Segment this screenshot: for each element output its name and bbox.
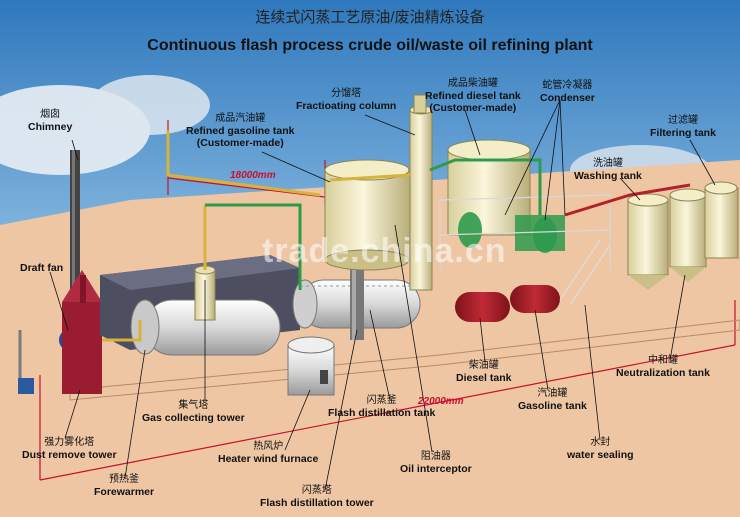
fractionating-column-shape (409, 94, 433, 291)
pipework (18, 130, 691, 378)
label-oil-interceptor: 阻油器 Oil interceptor (400, 451, 472, 475)
label-neutralization-tank: 中和罐 Neutralization tank (616, 355, 710, 379)
cloud (90, 75, 210, 135)
label-water-sealing: 水封 water sealing (567, 437, 634, 461)
label-fractionating-column: 分馏塔 Fractioating column (296, 88, 397, 112)
length-dimension-line (39, 300, 736, 481)
label-dust-remove-tower: 强力雾化塔 Dust remove tower (22, 437, 117, 461)
heater-wind-furnace-shape (287, 336, 335, 396)
flash-distillation-tower-shape (350, 255, 364, 340)
neutralization-tank-shape (669, 188, 707, 282)
pump-shape (18, 378, 34, 394)
label-draft-fan: Draft fan (20, 262, 64, 274)
label-filtering-tank: 过滤罐 Filtering tank (650, 115, 716, 139)
label-heater-wind-furnace: 热风炉 Heater wind furnace (218, 441, 319, 465)
label-condenser: 蛇管冷凝器 Condenser (540, 80, 595, 104)
steel-frame (439, 194, 611, 270)
watermark-text: trade.china.cn (262, 232, 507, 270)
label-refined-diesel-tank: 成品柴油罐 Refined diesel tank (Customer-made… (425, 78, 521, 114)
filtering-tank-shape (704, 181, 739, 259)
label-washing-tank: 洗油罐 Washing tank (574, 158, 642, 182)
dust-remove-tower-shape (62, 270, 102, 394)
label-gas-collecting-tower: 集气塔 Gas collecting tower (142, 400, 245, 424)
label-flash-distillation-tank: 闪蒸釜 Flash distillation tank (328, 395, 436, 419)
refined-gasoline-tank-shape (324, 159, 411, 271)
page-title: Continuous flash process crude oil/waste… (147, 37, 593, 54)
chimney-shape (70, 150, 80, 290)
length-dimension-label: 22000mm (418, 396, 464, 407)
staircase-shape (559, 239, 611, 306)
label-leader-lines (49, 99, 716, 491)
pad-outline (69, 319, 740, 401)
washing-tank-shape (627, 193, 669, 290)
label-diesel-tank: 柴油罐 Diesel tank (456, 360, 512, 384)
label-gasoline-tank: 汽油罐 Gasoline tank (518, 388, 587, 412)
label-forewarmer: 预热釜 Forewarmer (94, 474, 155, 498)
label-chimney: 烟囱 Chimney (28, 109, 73, 133)
label-refined-gasoline-tank: 成品汽油罐 Refined gasoline tank (Customer-ma… (186, 113, 295, 149)
gasoline-tank-shape (510, 285, 560, 313)
title-chinese: 连续式闪蒸工艺原油/废油精炼设备 (255, 9, 485, 26)
diesel-tank-shape (455, 292, 510, 322)
label-flash-distillation-tower: 闪蒸塔 Flash distillation tower (260, 485, 374, 509)
width-dimension-label: 18000mm (230, 170, 276, 181)
